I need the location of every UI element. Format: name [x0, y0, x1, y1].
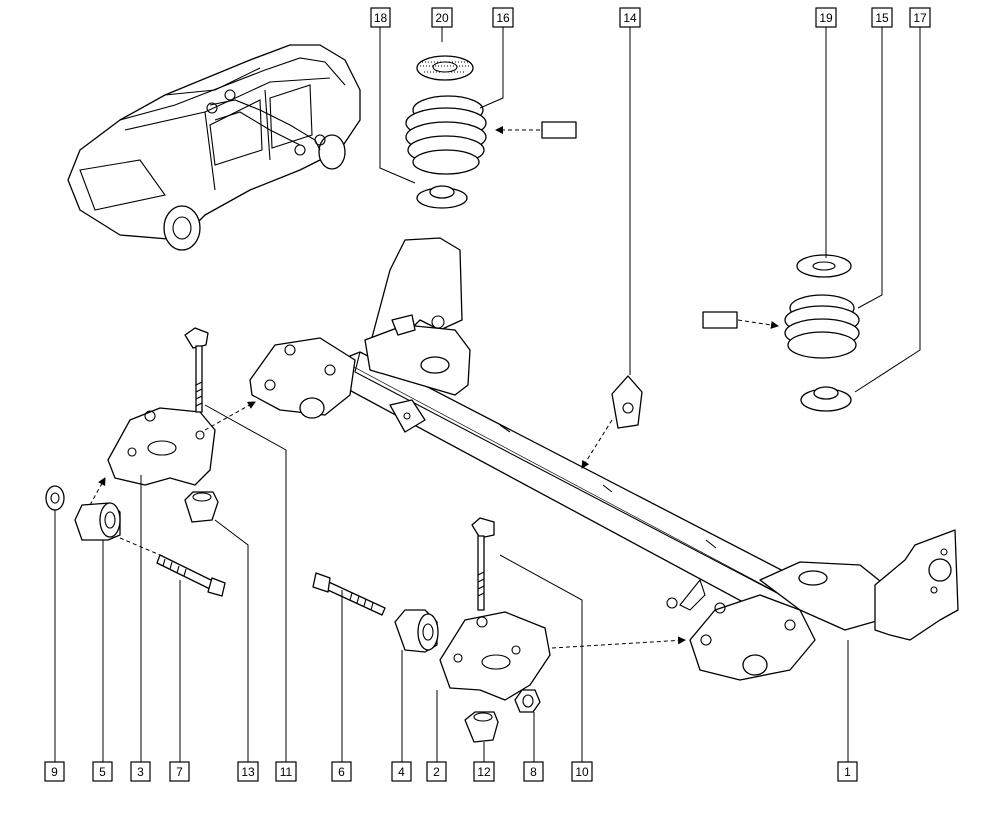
callout-14-text: 14	[623, 11, 637, 25]
rear-axle-beam-1	[249, 237, 959, 681]
car-location-illustration	[67, 44, 361, 251]
callout-5: 5	[92, 761, 113, 782]
callout-12-text: 12	[477, 765, 491, 779]
right-mount-parts	[312, 517, 686, 743]
callout-4: 4	[391, 761, 412, 782]
callout-14: 14	[619, 7, 641, 28]
callout-3-text: 3	[137, 765, 144, 779]
callout-13: 13	[237, 761, 259, 782]
callout-18: 18	[370, 7, 391, 28]
callout-11-text: 11	[280, 765, 293, 779]
callout-9-text: 9	[51, 765, 58, 779]
spring-set-upper	[405, 55, 577, 209]
callout-20-text: 20	[435, 11, 449, 25]
callout-16-text: 16	[496, 11, 510, 25]
callout-15: 15	[871, 7, 893, 28]
callout-12: 12	[473, 761, 495, 782]
callout-13-text: 13	[241, 765, 255, 779]
callout-5-text: 5	[99, 765, 106, 779]
callout-19-text: 19	[819, 11, 833, 25]
callout-labels: 18 20 16 14 19 15 17 9	[44, 7, 931, 782]
callout-6: 6	[331, 761, 352, 782]
callout-20: 20	[431, 7, 453, 28]
grease-symbol-upper	[541, 121, 577, 139]
callout-7-text: 7	[176, 765, 183, 779]
callout-8: 8	[523, 761, 544, 782]
callout-10: 10	[571, 761, 593, 782]
callout-6-text: 6	[338, 765, 345, 779]
callout-3: 3	[130, 761, 151, 782]
leader-lines	[54, 27, 921, 762]
callout-18-text: 18	[374, 11, 388, 25]
callout-15-text: 15	[875, 11, 889, 25]
callout-19: 19	[815, 7, 837, 28]
coil-spring-15	[784, 294, 860, 359]
lower-spring-seat-18	[416, 185, 468, 209]
callout-16: 16	[492, 7, 514, 28]
callout-10-text: 10	[575, 765, 589, 779]
grease-symbol-lower	[702, 311, 738, 329]
callout-11: 11	[275, 761, 297, 782]
callout-1-text: 1	[844, 765, 851, 779]
coil-spring-16	[405, 95, 487, 175]
callout-17: 17	[909, 7, 931, 28]
callout-2: 2	[426, 761, 447, 782]
callout-17-text: 17	[913, 11, 927, 25]
callout-7: 7	[169, 761, 190, 782]
left-mount-parts	[45, 327, 256, 597]
callout-8-text: 8	[530, 765, 537, 779]
upper-spring-seat-20	[416, 55, 474, 81]
lower-spring-seat-17	[800, 386, 852, 412]
callout-9: 9	[44, 761, 65, 782]
callout-4-text: 4	[398, 765, 405, 779]
bump-stop-14	[581, 375, 643, 469]
callout-2-text: 2	[433, 765, 440, 779]
callout-1: 1	[837, 761, 858, 782]
spring-set-lower	[702, 254, 860, 412]
upper-spring-seat-19	[796, 254, 852, 278]
